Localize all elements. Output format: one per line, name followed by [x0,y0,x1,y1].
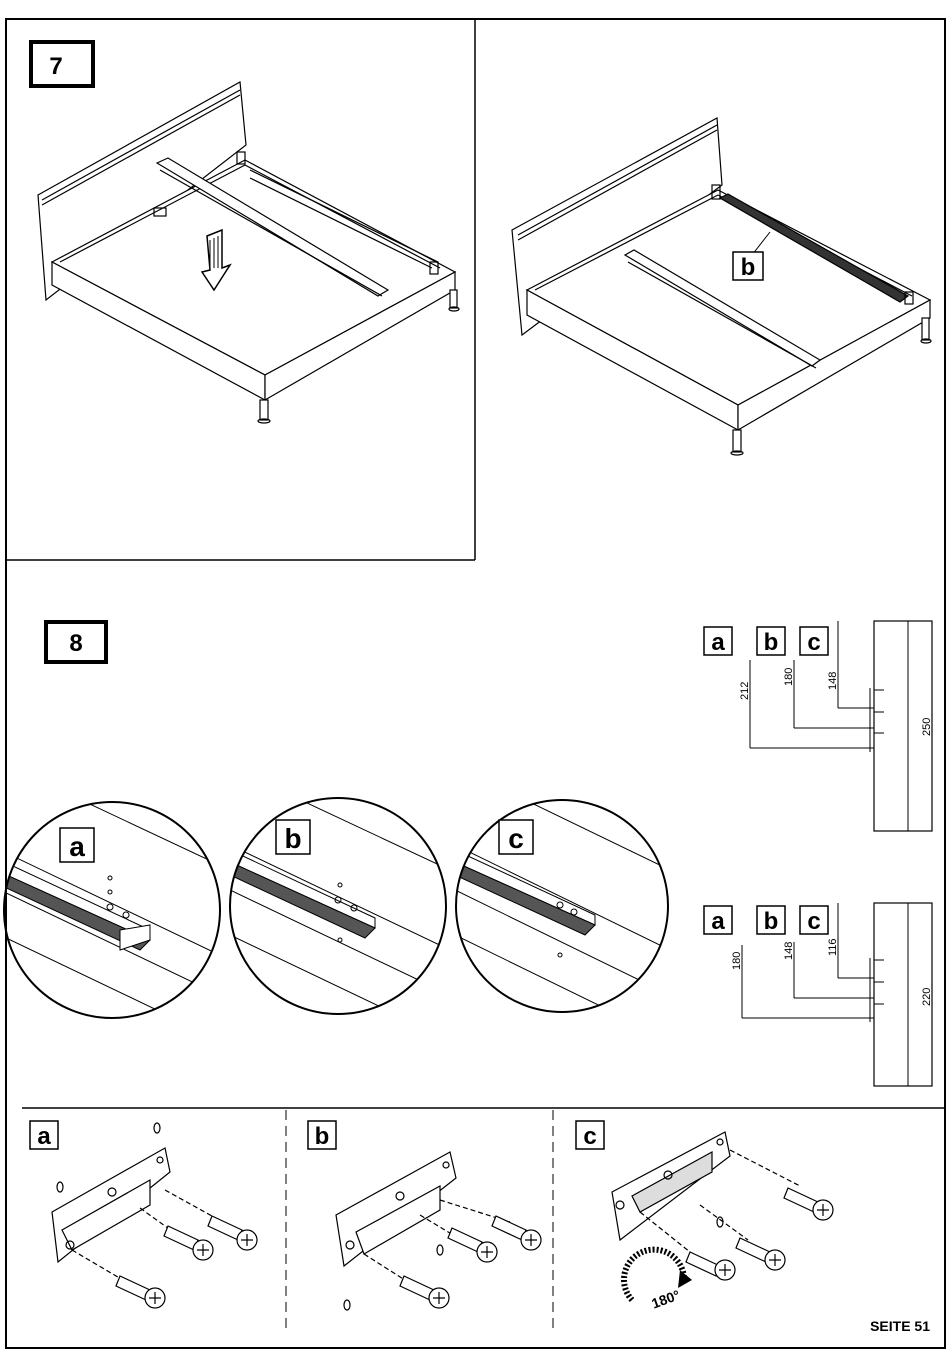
bracket-panel-a: a [30,1121,257,1308]
screw-icon [686,1252,735,1280]
screw-icon [448,1228,497,1262]
screw-icon [736,1238,785,1270]
diagram-250-label-a: a [711,629,725,656]
bracket-panel-b: b [308,1121,541,1310]
diagram-250-dim-c: 148 [827,672,839,690]
detail-circle-a: a [0,790,230,1045]
diagram-220-dim-a: 180 [731,952,743,970]
detail-circle-c: c [455,795,670,1040]
svg-text:b: b [741,254,756,281]
diagram-250-total: 250 [921,718,933,736]
bracket-label-c: c [583,1123,596,1150]
diagram-250-label-b: b [764,629,779,656]
bracket-label-a: a [37,1123,51,1150]
bracket-label-b: b [315,1123,330,1150]
detail-label-c: c [508,823,524,854]
screw-icon [492,1216,541,1250]
detail-circle-b: b [230,795,450,1040]
screw-icon [116,1276,165,1308]
step7-number: 7 [49,53,62,80]
part-b-label-box: b [733,252,763,281]
step8-number-box: 8 [46,622,106,662]
page-number: SEITE 51 [870,1318,930,1334]
detail-label-b: b [284,823,301,854]
diagram-220-label-c: c [807,908,820,935]
dimension-diagram-250: a b c 212 180 148 250 [704,621,933,831]
diagram-220-dim-c: 116 [827,938,839,956]
rotate-180-icon: 180° [624,1250,692,1312]
diagram-220-dim-b: 148 [783,942,795,960]
detail-label-a: a [69,831,85,862]
screw-icon [208,1216,257,1250]
diagram-220-label-a: a [711,908,725,935]
diagram-250-dim-a: 212 [739,682,751,700]
bed-frame-drawing-2 [512,118,931,455]
diagram-250-label-c: c [807,629,820,656]
diagram-220-label-b: b [764,908,779,935]
diagram-220-total: 220 [921,988,933,1006]
dimension-diagram-220: a b c 180 148 116 220 [704,903,933,1086]
bed-frame-drawing-1 [38,82,459,423]
step8-number: 8 [69,630,82,657]
screw-icon [400,1276,449,1308]
diagram-250-dim-b: 180 [783,668,795,686]
screw-icon [164,1226,213,1260]
rotation-label: 180° [649,1287,682,1312]
screw-icon [784,1188,833,1220]
step7-number-box: 7 [31,42,93,86]
bracket-panel-c: c 180° [576,1121,833,1312]
